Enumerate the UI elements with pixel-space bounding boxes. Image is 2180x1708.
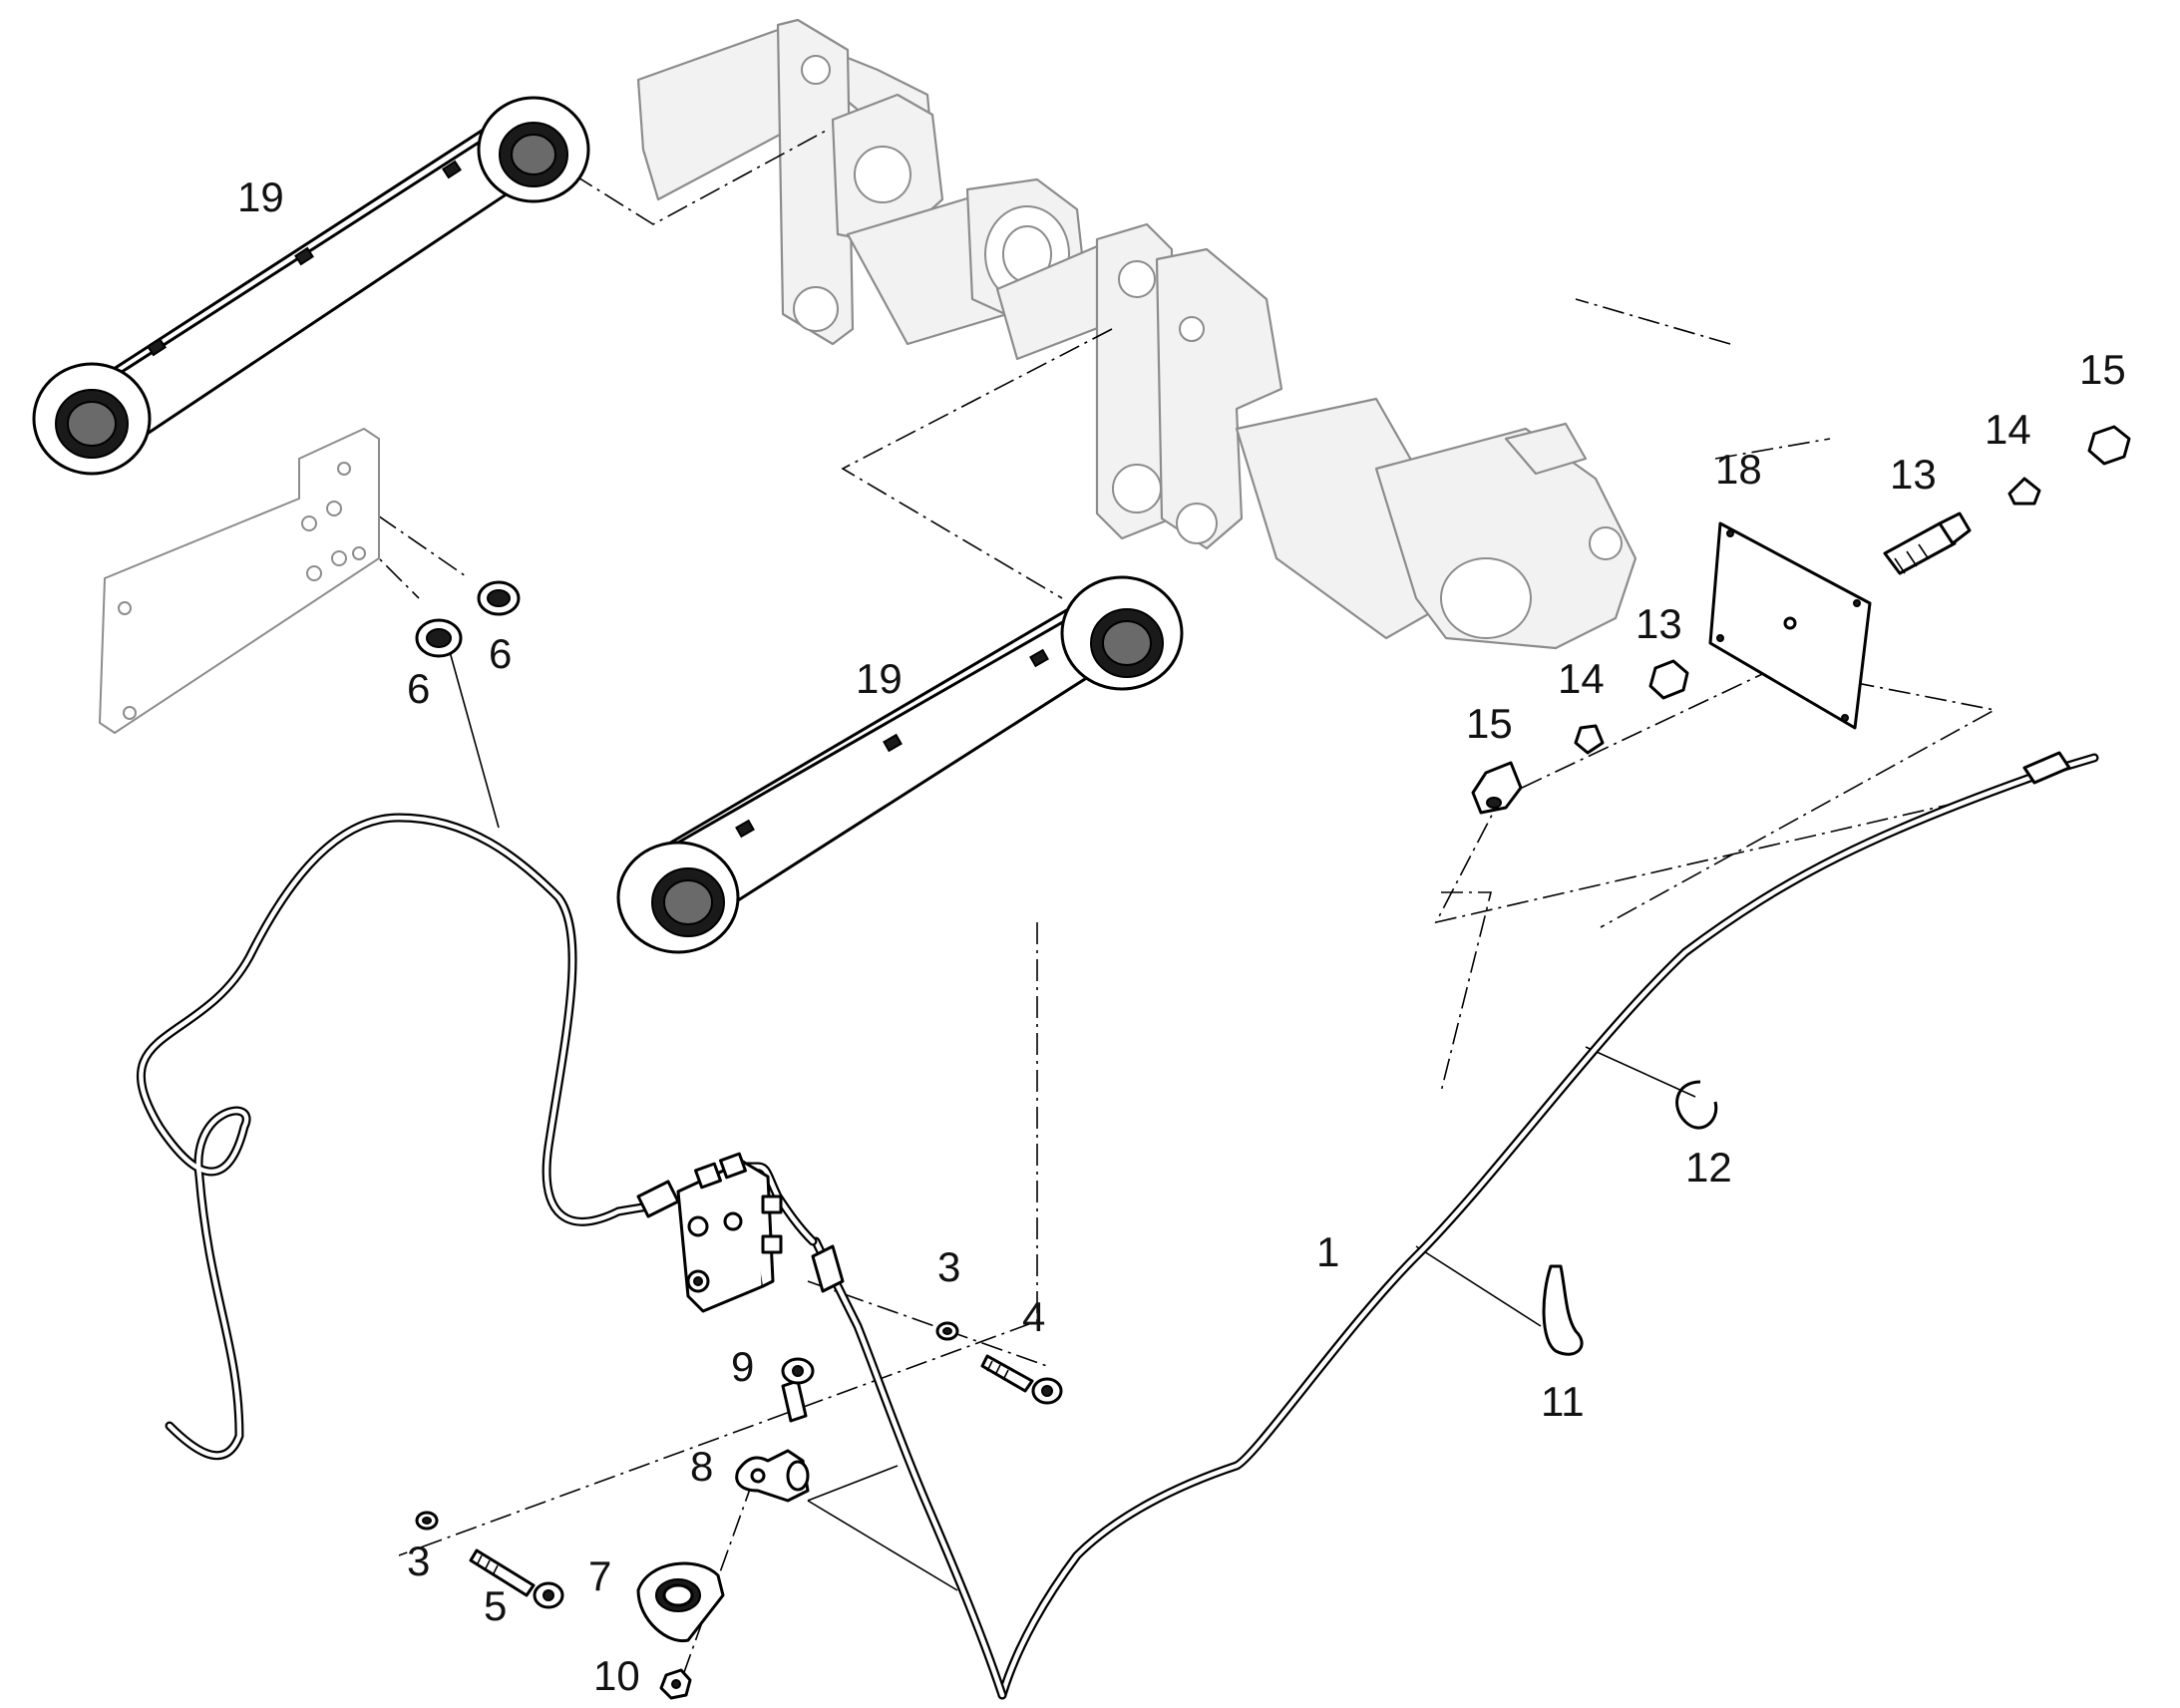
hardware xyxy=(415,1080,1718,1700)
callout-10: 10 xyxy=(593,1652,640,1699)
hose-loop xyxy=(136,813,680,1461)
callout-12: 12 xyxy=(1685,1144,1732,1191)
callout-5: 5 xyxy=(484,1582,507,1629)
valve-block xyxy=(676,1152,783,1313)
mounting-plate xyxy=(98,427,380,735)
grommets xyxy=(415,580,521,658)
callout-18: 18 xyxy=(1715,446,1762,493)
callout-15-lower: 15 xyxy=(1466,700,1513,747)
callout-labels: 1 3 3 4 5 6 6 7 8 9 10 11 12 13 13 14 14… xyxy=(237,173,2126,1699)
torque-rod-lower xyxy=(616,575,1184,954)
cover-plate xyxy=(1708,521,1872,730)
callout-14-lower: 14 xyxy=(1558,655,1605,702)
callout-1: 1 xyxy=(1316,1228,1339,1275)
callout-14-upper: 14 xyxy=(1985,406,2031,453)
brake-hose xyxy=(723,751,2099,1700)
callout-9: 9 xyxy=(731,1343,754,1390)
callout-3-lower: 3 xyxy=(407,1537,430,1584)
callout-4: 4 xyxy=(1022,1293,1045,1340)
callout-19-upper: 19 xyxy=(237,173,284,220)
callout-7: 7 xyxy=(588,1552,611,1599)
axle-frame xyxy=(636,18,1637,650)
fittings-lower xyxy=(1471,659,1689,815)
callout-15-upper: 15 xyxy=(2079,346,2126,393)
fittings-upper xyxy=(1883,425,2131,575)
torque-rod-upper xyxy=(32,96,590,476)
callout-8: 8 xyxy=(690,1443,713,1490)
callout-6-right: 6 xyxy=(489,630,512,677)
callout-13-upper: 13 xyxy=(1890,451,1937,498)
leader-lines xyxy=(448,647,1696,1591)
callout-6-left: 6 xyxy=(407,665,430,712)
callout-11: 11 xyxy=(1541,1378,1585,1425)
callout-19-lower: 19 xyxy=(856,655,903,702)
callout-3-upper: 3 xyxy=(937,1243,960,1290)
callout-13-lower: 13 xyxy=(1635,600,1682,647)
